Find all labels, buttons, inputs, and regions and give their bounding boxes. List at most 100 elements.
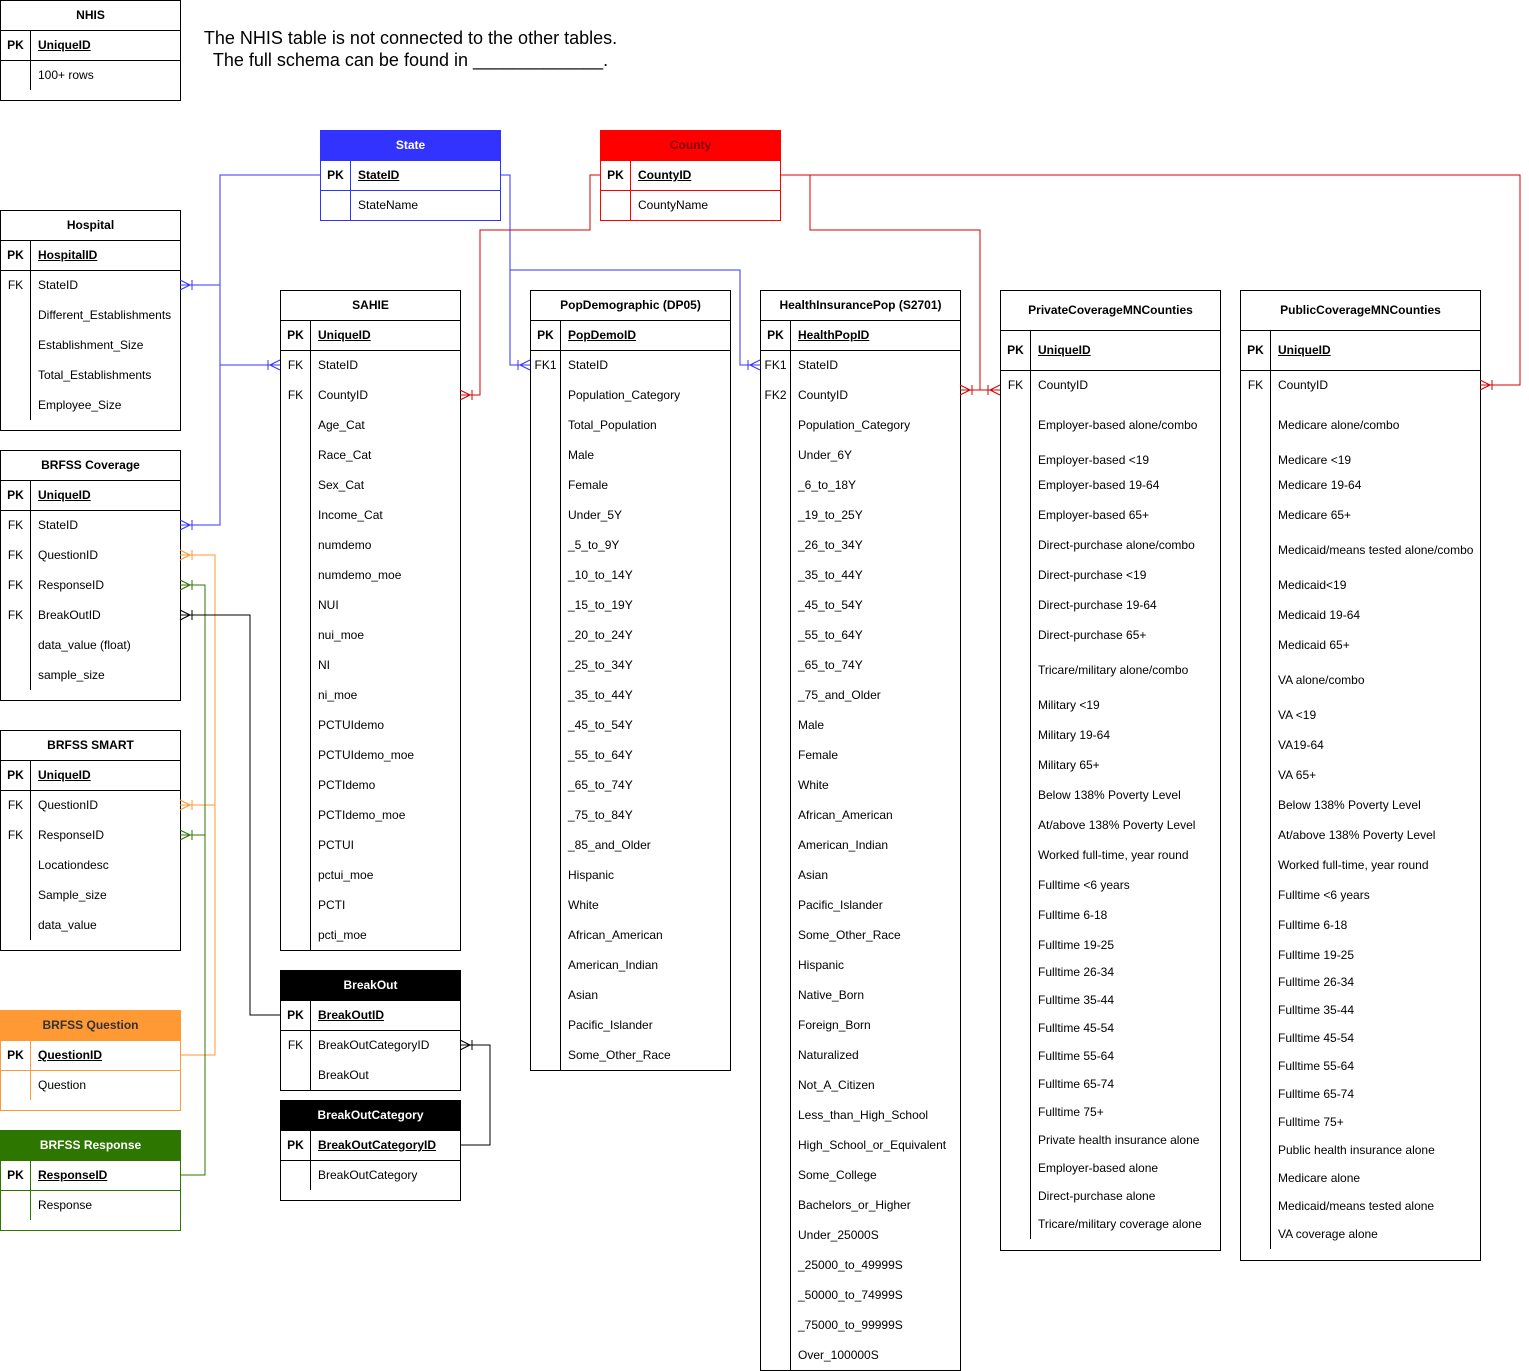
field-row: Female [531,477,730,493]
field-name: Fulltime 65-74 [1278,1087,1355,1101]
field-name: Employer-based 19-64 [1038,478,1160,492]
key-label: FK [287,388,304,402]
field-name: At/above 138% Poverty Level [1278,828,1436,842]
field-name: Below 138% Poverty Level [1038,788,1181,802]
field-name: data_value (float) [38,638,131,652]
field-name: UniqueID [38,768,91,782]
crows-foot-marker [179,579,193,591]
key-label: PK [537,328,554,342]
field-row: Fulltime 19-25 [1001,937,1220,953]
crows-foot-marker [179,549,193,561]
key-column-divider [310,321,311,950]
key-column-divider [560,321,561,1070]
field-name: CountyID [1278,378,1329,392]
field-row: data_value (float) [1,637,180,653]
key-label: PK [607,168,624,182]
field-row: sample_size [1,667,180,683]
field-row: At/above 138% Poverty Level [1001,817,1220,833]
key-label: FK [7,578,24,592]
field-name: Medicare alone/combo [1278,418,1400,432]
field-row: At/above 138% Poverty Level [1241,827,1480,843]
field-row: Medicaid<19 [1241,577,1480,593]
field-name: nui_moe [318,628,365,642]
field-name: Private health insurance alone [1038,1133,1200,1147]
field-name: VA19-64 [1278,738,1324,752]
field-name: Bachelors_or_Higher [798,1198,911,1212]
header-divider [281,1000,460,1001]
field-name: Fulltime 19-25 [1038,938,1115,952]
header-divider [281,1130,460,1131]
field-name: Female [798,748,839,762]
field-row: Medicare 19-64 [1241,477,1480,493]
field-row: _35_to_44Y [761,567,960,583]
key-label: PK [7,488,24,502]
field-name: sample_size [38,668,105,682]
field-row: White [531,897,730,913]
field-row: Different_Establishments [1,307,180,323]
field-name: numdemo [318,538,372,552]
field-name: Pacific_Islander [798,898,883,912]
header-divider [281,320,460,321]
field-name: African_American [798,808,893,822]
field-name: PCTI [318,898,346,912]
key-column-divider [310,1001,311,1090]
field-row: _35_to_44Y [531,687,730,703]
field-row: White [761,777,960,793]
field-name: American_Indian [568,958,659,972]
key-column-divider [30,1041,31,1100]
table-header: BRFSS Coverage [1,451,180,480]
key-label: FK [7,608,24,622]
field-row: Medicare 65+ [1241,507,1480,523]
field-row: Foreign_Born [761,1017,960,1033]
field-name: Direct-purchase 19-64 [1038,598,1157,612]
field-row: PCTI [281,897,460,913]
field-name: Worked full-time, year round [1278,858,1429,872]
field-row: Response [1,1197,180,1213]
field-name: Population_Category [568,388,681,402]
field-row: Medicaid/means tested alone [1241,1198,1480,1214]
key-label: FK [7,518,24,532]
field-row: Asian [531,987,730,1003]
key-column-divider [30,31,31,90]
crows-foot-marker [747,359,761,371]
field-name: Male [568,448,595,462]
field-row: Fulltime 19-25 [1241,947,1480,963]
field-row: pcti_moe [281,927,460,943]
field-name: BreakOutCategoryID [318,1038,430,1052]
field-name: Medicare 19-64 [1278,478,1362,492]
field-row: PCTUIdemo [281,717,460,733]
field-row: Fulltime 6-18 [1241,917,1480,933]
field-name: UniqueID [38,38,91,52]
field-name: Fulltime 35-44 [1278,1003,1355,1017]
field-name: _75000_to_99999S [798,1318,903,1332]
field-row: Below 138% Poverty Level [1001,787,1220,803]
field-row: Medicare alone/combo [1241,417,1480,433]
field-row: Fulltime 65-74 [1001,1076,1220,1092]
field-name: CountyID [1038,378,1089,392]
field-name: BreakOutCategory [318,1168,418,1182]
key-label: PK [287,1138,304,1152]
field-row: Some_College [761,1167,960,1183]
table-header: BRFSS Response [1,1131,180,1160]
field-name: Direct-purchase <19 [1038,568,1147,582]
field-row: Fulltime 55-64 [1001,1048,1220,1064]
field-name: Establishment_Size [38,338,144,352]
schema-note: The NHIS table is not connected to the o… [200,27,621,71]
field-row: Some_Other_Race [531,1047,730,1063]
key-label: FK1 [534,358,557,372]
field-name: PCTUIdemo [318,718,385,732]
header-divider [1,480,180,481]
field-name: Fulltime 75+ [1278,1115,1344,1129]
field-row: Tricare/military alone/combo [1001,662,1220,678]
key-label: PK [287,328,304,342]
field-name: _45_to_54Y [798,598,863,612]
field-row: Medicaid/means tested alone/combo [1241,542,1480,558]
field-name: Fulltime 75+ [1038,1105,1104,1119]
